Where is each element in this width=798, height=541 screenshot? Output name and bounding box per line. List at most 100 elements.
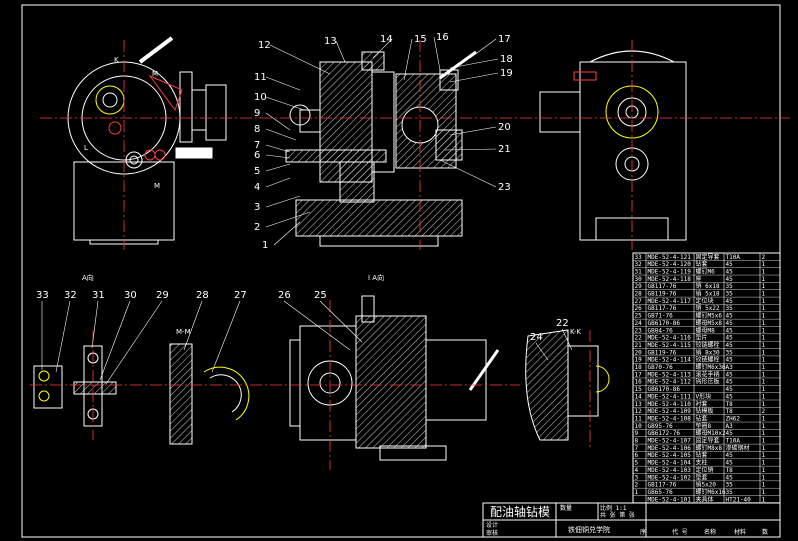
bom-cell: 1 (762, 452, 766, 459)
bom-cell: 23 (635, 327, 643, 334)
callout-15: 15 (414, 34, 427, 45)
bom-cell: 固定导套 (696, 253, 720, 261)
bom-cell: 销 5x22 (696, 304, 720, 312)
bom-cell: 45 (726, 320, 734, 327)
bom-cell: 渗碳钢材 (726, 444, 750, 452)
school-name: 铁佃铜兑学院 (568, 525, 610, 534)
bom-cell: GB6172-76 (648, 430, 681, 437)
bom-cell: 2 (762, 408, 766, 415)
bom-cell: GB70-76 (648, 364, 674, 371)
bom-cell: MDE-52-4-103 (648, 467, 692, 474)
bom-cell: 1 (762, 438, 766, 445)
bom-cell: 钻模板 (696, 407, 714, 415)
tb-scale: 比例 1:1 (600, 504, 627, 512)
bom-cell: MDE-52-4-108 (648, 415, 692, 422)
bom-cell: 10 (635, 423, 643, 430)
bom-cell: 1 (762, 276, 766, 283)
bom-cell: 夹具体 (696, 495, 714, 503)
callout-6: 6 (254, 150, 260, 161)
bom-cell: 12 (635, 408, 643, 415)
bom-cell: 35 (726, 482, 734, 489)
bom-cell: 垫圈8 (696, 422, 712, 430)
tb-check: 审核 (486, 529, 498, 537)
bom-cell: 45 (726, 393, 734, 400)
bom-cell: GB65-76 (648, 489, 674, 496)
callout-27: 27 (234, 290, 247, 301)
bom-cell: 2 (635, 482, 639, 489)
a-view (33, 345, 117, 427)
callout-32: 32 (64, 290, 77, 301)
bom-cell: 1 (762, 460, 766, 467)
bom-cell: 45 (726, 386, 734, 393)
callout-1: 1 (262, 240, 268, 251)
bom-cell: 螺钉M6x16 (696, 488, 726, 496)
bom-cell: 45 (726, 268, 734, 275)
callout-2: 2 (254, 222, 260, 233)
hdr-mat: 材料 (734, 528, 746, 536)
bom-cell: 35 (726, 305, 734, 312)
bom-cell: 45 (726, 342, 734, 349)
bom-cell: 1 (762, 371, 766, 378)
callout-12: 12 (258, 40, 271, 51)
hdr-name: 名称 (704, 528, 716, 536)
bom-cell: 1 (762, 349, 766, 356)
bom-cell: 32 (635, 261, 643, 268)
bom-cell: 45 (726, 452, 734, 459)
right-view (539, 50, 687, 241)
bom-cell: 25 (635, 313, 643, 320)
bom-cell: T8 (726, 401, 734, 408)
bom-cell: MDE-52-4-102 (648, 474, 692, 481)
callout-4: 4 (254, 182, 260, 193)
tb-design: 设计 (486, 521, 498, 529)
callout-24: 24 (530, 332, 543, 343)
hdr-cnt: 数 (762, 528, 768, 536)
bom-cell: 1 (762, 496, 766, 503)
label-k-top: K (114, 56, 119, 64)
bom-cell: 1 (762, 305, 766, 312)
bom-cell: 1 (762, 393, 766, 400)
bom-cell: 螺钉M6x36 (696, 363, 726, 371)
bom-cell: 14 (635, 393, 643, 400)
bom-cell: 定位销 (696, 466, 714, 474)
bom-cell: 22 (635, 335, 643, 342)
bom-cell: 销 5x18 (696, 290, 720, 298)
bom-cell: GB117-76 (648, 482, 677, 489)
callout-13: 13 (324, 36, 337, 47)
bom-cell: 9 (635, 430, 639, 437)
bom-cell: MDE-52-4-110 (648, 401, 692, 408)
bom-cell: GB6170-86 (648, 320, 681, 327)
ia-view (289, 295, 500, 461)
bom-cell: 1 (762, 423, 766, 430)
bom-cell: 6 (635, 452, 639, 459)
bom-cell: 31 (635, 268, 643, 275)
bom-cell: A3 (726, 423, 734, 430)
bom-cell: 销 6x18 (696, 282, 720, 290)
bom-cell: GB119-76 (648, 291, 677, 298)
bom-cell: 26 (635, 305, 643, 312)
bom-cell: 螺钉M6 (696, 267, 716, 275)
bom-cell: 螺钉M8x8 (696, 444, 723, 452)
bom-cell: 27 (635, 298, 643, 305)
callout-18: 18 (500, 54, 513, 65)
bom-cell: 19 (635, 357, 643, 364)
bom-cell: 45 (726, 335, 734, 342)
bom-cell: 45 (726, 430, 734, 437)
bom-cell: 垫片 (696, 334, 708, 342)
bom-cell: 钻套 (696, 451, 708, 459)
bom-cell: 1 (762, 379, 766, 386)
drawing-title: 配油轴钻模 (490, 504, 550, 519)
